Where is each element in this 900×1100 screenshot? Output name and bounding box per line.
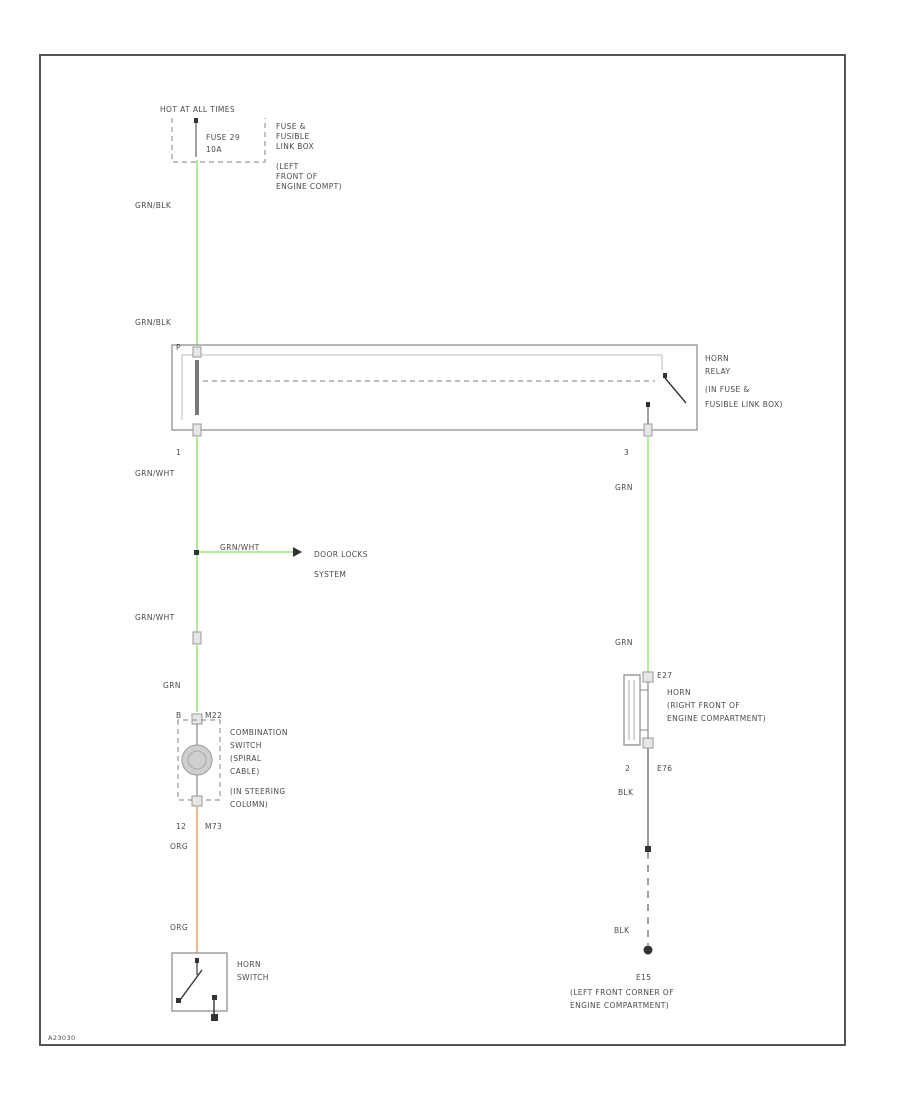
combination-line-2: SWITCH bbox=[230, 741, 262, 750]
horn-terminal-top bbox=[642, 671, 654, 683]
combination-line-3: (SPIRAL bbox=[230, 754, 262, 763]
horn-switch-contact bbox=[179, 969, 203, 1001]
fuse-rating: 10A bbox=[206, 145, 222, 154]
wire-label-grn-wht-2: GRN/WHT bbox=[220, 543, 260, 552]
door-locks-line-2: SYSTEM bbox=[314, 570, 346, 579]
horn-relay-box bbox=[171, 344, 698, 431]
horn-symbol bbox=[623, 674, 641, 746]
fuse-box-line-3: LINK BOX bbox=[276, 142, 314, 151]
wire-label-blk-2: BLK bbox=[614, 926, 630, 935]
relay-line-2: RELAY bbox=[705, 367, 730, 376]
wire-label-grn-1: GRN bbox=[163, 681, 181, 690]
fuse-terminal-top bbox=[194, 118, 198, 123]
fuse-box-line-5: FRONT OF bbox=[276, 172, 317, 181]
horn-line-3: ENGINE COMPARTMENT) bbox=[667, 714, 766, 723]
fuse-box-line-1: FUSE & bbox=[276, 122, 306, 131]
wire-label-org-1: ORG bbox=[170, 842, 188, 851]
fuse-box-line-6: ENGINE COMPT) bbox=[276, 182, 342, 191]
wire-label-grn-blk-2: GRN/BLK bbox=[135, 318, 172, 327]
relay-contact-terminal bbox=[646, 402, 650, 407]
combination-conn-bottom: M73 bbox=[205, 822, 222, 831]
door-locks-line-1: DOOR LOCKS bbox=[314, 550, 368, 559]
wire-label-grn-2: GRN bbox=[615, 483, 633, 492]
horn-line-1: HORN bbox=[667, 688, 691, 697]
combination-line-5: (IN STEERING bbox=[230, 787, 286, 796]
combination-line-6: COLUMN) bbox=[230, 800, 268, 809]
horn-conn-top: E27 bbox=[657, 671, 672, 680]
wire-label-blk-1: BLK bbox=[618, 788, 634, 797]
relay-line-4: FUSIBLE LINK BOX) bbox=[705, 400, 783, 409]
fuse-box-line-4: (LEFT bbox=[276, 162, 299, 171]
combination-line-1: COMBINATION bbox=[230, 728, 288, 737]
relay-pin-p: P bbox=[176, 343, 181, 352]
arrow-to-door-locks bbox=[293, 547, 302, 557]
wire-label-grn-blk-1: GRN/BLK bbox=[135, 201, 172, 210]
relay-pin-1-terminal bbox=[192, 423, 202, 437]
wire-label-grn-wht-3: GRN/WHT bbox=[135, 613, 175, 622]
horn-switch-line-1: HORN bbox=[237, 960, 261, 969]
horn-switch-box bbox=[171, 952, 228, 1012]
combination-terminal-top bbox=[191, 713, 203, 725]
combination-conn-top: M22 bbox=[205, 711, 222, 720]
splice-point bbox=[194, 550, 199, 555]
relay-switch-contact bbox=[664, 377, 687, 404]
relay-line-1: HORN bbox=[705, 354, 729, 363]
horn-pin-2: 2 bbox=[625, 764, 630, 773]
fuse-box-line-2: FUSIBLE bbox=[276, 132, 310, 141]
wire-label-grn-wht-1: GRN/WHT bbox=[135, 469, 175, 478]
combination-pin-b: B bbox=[176, 711, 182, 720]
relay-line-3: (IN FUSE & bbox=[705, 385, 750, 394]
fuse-box-outline bbox=[171, 118, 266, 163]
combination-line-4: CABLE) bbox=[230, 767, 260, 776]
ground-id: E15 bbox=[636, 973, 651, 982]
spiral-cable-icon bbox=[181, 744, 213, 776]
horn-terminal-bottom bbox=[642, 737, 654, 749]
horn-conn-bottom: E76 bbox=[657, 764, 672, 773]
relay-pin-3-label: 3 bbox=[624, 448, 629, 457]
combination-terminal-bottom bbox=[191, 795, 203, 807]
wire-label-org-2: ORG bbox=[170, 923, 188, 932]
combination-switch-outline bbox=[177, 719, 221, 801]
ground-point-icon bbox=[643, 945, 653, 955]
inline-connector bbox=[192, 631, 202, 645]
ground-splice bbox=[645, 846, 651, 852]
ground-line-1: (LEFT FRONT CORNER OF bbox=[570, 988, 674, 997]
relay-pin-1-label: 1 bbox=[176, 448, 181, 457]
horn-switch-line-2: SWITCH bbox=[237, 973, 269, 982]
relay-coil bbox=[195, 360, 199, 415]
ground-line-2: ENGINE COMPARTMENT) bbox=[570, 1001, 669, 1010]
wire-label-grn-3: GRN bbox=[615, 638, 633, 647]
relay-pin-3-terminal bbox=[643, 423, 653, 437]
horn-line-2: (RIGHT FRONT OF bbox=[667, 701, 740, 710]
relay-terminal-top bbox=[192, 346, 202, 358]
horn-switch-ground bbox=[211, 1014, 218, 1021]
combination-pin-12: 12 bbox=[176, 822, 186, 831]
fuse-name: FUSE 29 bbox=[206, 133, 240, 142]
diagram-id: A23030 bbox=[48, 1034, 76, 1042]
diagram-frame bbox=[39, 54, 846, 1046]
hot-at-all-times-label: HOT AT ALL TIMES bbox=[160, 105, 235, 114]
